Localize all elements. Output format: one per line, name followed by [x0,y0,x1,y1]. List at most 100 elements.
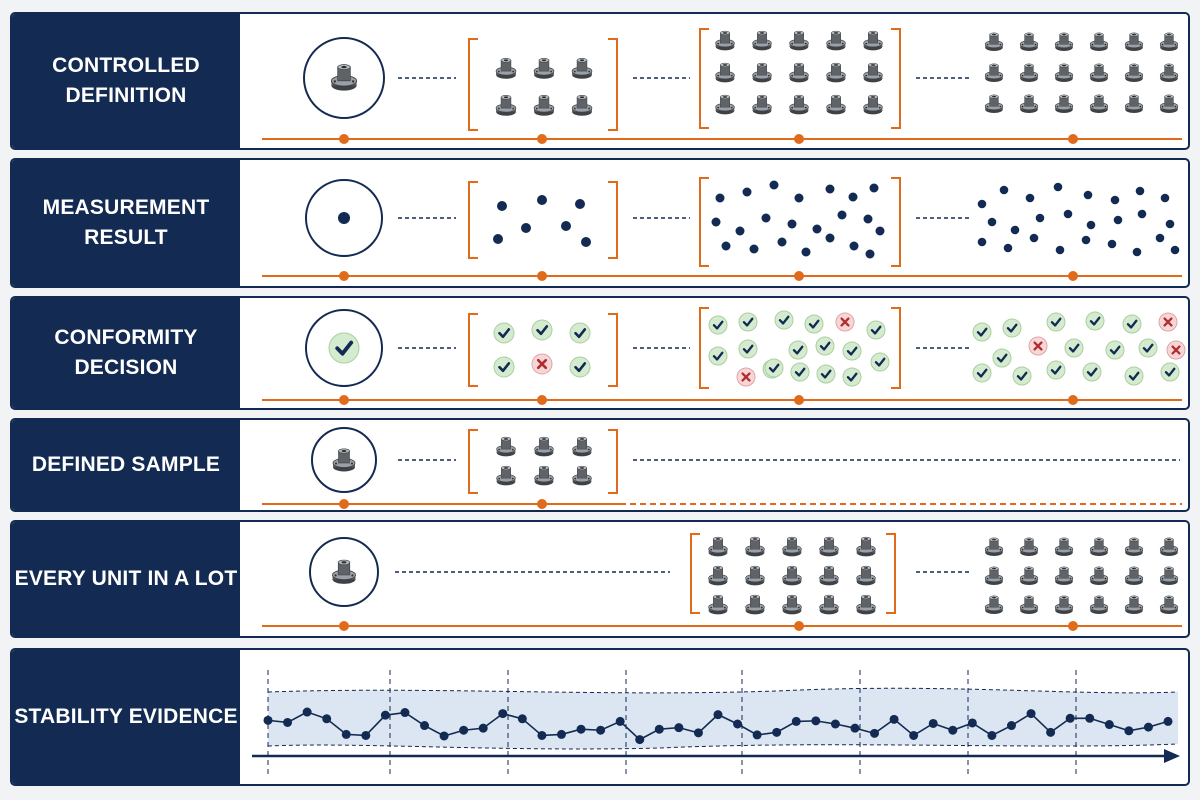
flanged-bushing-icon [1159,537,1179,556]
flanged-bushing-icon [752,62,772,83]
row-visual [240,522,1188,636]
dot-icon [1165,219,1175,229]
check-mark-icon [569,322,591,344]
controlled-definition-visual [262,28,1182,144]
timeline-node [537,395,547,405]
dot-icon [875,226,885,236]
bracket-right [608,181,618,259]
dot-icon [1135,186,1145,196]
dot-icon [1170,245,1180,255]
stability-point [1065,713,1075,723]
flanged-bushing-icon [752,30,772,51]
stability-point [537,730,547,740]
row-label: DEFINED SAMPLE [31,453,221,476]
row-label-panel: EVERY UNIT IN A LOT [12,522,240,636]
dot-icon [787,219,797,229]
flanged-bushing-icon [1054,566,1074,585]
flanged-bushing-icon [1019,94,1039,113]
row-stability-evidence: STABILITY EVIDENCE [10,648,1190,786]
dot-icon [1155,233,1165,243]
dot-icon [575,199,585,209]
stability-point [1163,716,1173,726]
flanged-bushing-icon [1054,94,1074,113]
dot-icon [493,234,503,244]
check-mark-icon [815,336,835,356]
flanged-bushing-icon [1124,566,1144,585]
dot-icon [1110,195,1120,205]
flanged-bushing-icon [745,594,765,615]
check-mark-icon [1105,340,1125,360]
dot-icon [721,241,731,251]
check-mark-icon [708,346,728,366]
flanged-bushing-icon [1089,32,1109,51]
flanged-bushing-icon [1019,32,1039,51]
flanged-bushing-icon [332,559,356,584]
stability-point [870,728,880,738]
dot-icon [1035,213,1045,223]
flanged-bushing-icon [496,465,516,486]
flanged-bushing-icon [863,62,883,83]
stability-point [615,716,625,726]
dot-icon [1107,239,1117,249]
stability-point [459,725,469,735]
stability-point [928,718,938,728]
x-mark-icon [736,367,756,387]
row-every-unit-in-a-lot: EVERY UNIT IN A LOT [10,520,1190,638]
check-mark-icon [493,356,515,378]
row-label-panel: STABILITY EVIDENCE [12,650,240,784]
flanged-bushing-icon [1054,63,1074,82]
bracket-right [891,28,901,129]
flanged-bushing-icon [533,95,555,116]
dot-icon [869,183,879,193]
flanged-bushing-icon [1124,595,1144,614]
flanged-bushing-icon [1089,537,1109,556]
flanged-bushing-icon [496,436,516,457]
row-label-panel: CONFORMITY DECISION [12,298,240,408]
check-mark-icon [842,367,862,387]
flanged-bushing-icon [495,58,517,79]
flanged-bushing-icon [715,94,735,115]
flanged-bushing-icon [1089,94,1109,113]
timeline-node [794,271,804,281]
flanged-bushing-icon [533,58,555,79]
check-mark-icon [1160,362,1180,382]
upper-limit-line [267,687,1179,694]
dot-icon [837,210,847,220]
stability-point [361,730,371,740]
dot-icon [1113,215,1123,225]
dot-icon [581,237,591,247]
dot-icon [742,187,752,197]
flanged-bushing-icon [571,58,593,79]
dot-icon [1053,182,1063,192]
dot-icon [1083,190,1093,200]
stability-point [322,714,332,724]
row-label: MEASUREMENT RESULT [42,196,210,249]
x-mark-icon [1166,340,1186,360]
timeline-node [1068,271,1078,281]
flanged-bushing-icon [571,95,593,116]
flanged-bushing-icon [819,536,839,557]
stability-point [850,723,860,733]
flanged-bushing-icon [1159,595,1179,614]
stability-point [1085,713,1095,723]
flanged-bushing-icon [984,595,1004,614]
lower-limit-line [267,743,1179,750]
dot-icon [497,201,507,211]
x-mark-icon [1158,312,1178,332]
stability-point [576,724,586,734]
dot-icon [1132,247,1142,257]
stability-point [811,716,821,726]
stability-point [1026,709,1036,719]
flanged-bushing-icon [1159,566,1179,585]
check-mark-icon [764,358,784,378]
dot-icon [735,226,745,236]
stability-evidence-visual [252,670,1180,776]
flanged-bushing-icon [863,94,883,115]
flanged-bushing-icon [1159,32,1179,51]
check-mark-icon [1124,366,1144,386]
stability-point [478,723,488,733]
x-mark-icon [835,312,855,332]
flanged-bushing-icon [1124,63,1144,82]
flanged-bushing-icon [332,448,356,472]
flanged-bushing-icon [789,62,809,83]
